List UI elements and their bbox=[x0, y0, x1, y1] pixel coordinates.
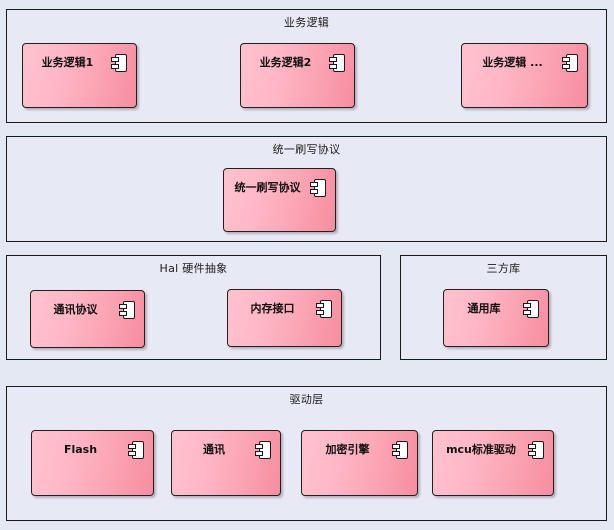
component-business-logic-2[interactable]: 业务逻辑2 bbox=[240, 43, 355, 108]
uml-component-icon bbox=[523, 300, 539, 318]
component-crypto-engine[interactable]: 加密引擎 bbox=[301, 430, 418, 496]
uml-component-icon bbox=[528, 441, 544, 459]
component-comm-protocol[interactable]: 通讯协议 bbox=[30, 290, 145, 348]
layer-panel-hal[interactable]: Hal 硬件抽象 通讯协议 内存接口 bbox=[6, 255, 381, 360]
component-unified-flash-protocol[interactable]: 统一刷写协议 bbox=[223, 168, 336, 232]
component-label-comm-protocol: 通讯协议 bbox=[53, 303, 98, 316]
layer-title-driver: 驱动层 bbox=[289, 393, 324, 406]
component-label-mcu-standard-driver: mcu标准驱动 bbox=[446, 443, 516, 456]
layer-title-third-party-library: 三方库 bbox=[486, 262, 521, 275]
uml-component-icon bbox=[111, 54, 127, 72]
layer-panel-unified-flash-protocol[interactable]: 统一刷写协议 统一刷写协议 bbox=[6, 136, 607, 242]
component-label-memory-interface: 内存接口 bbox=[250, 302, 295, 315]
layer-panel-third-party-library[interactable]: 三方库 通用库 bbox=[400, 255, 607, 360]
component-label-comm: 通讯 bbox=[203, 443, 225, 456]
layer-title-unified-flash-protocol: 统一刷写协议 bbox=[272, 143, 341, 156]
layer-title-hal: Hal 硬件抽象 bbox=[159, 262, 228, 275]
component-business-logic-n[interactable]: 业务逻辑 ... bbox=[461, 43, 588, 108]
uml-component-icon bbox=[392, 441, 408, 459]
component-flash[interactable]: Flash bbox=[31, 430, 154, 496]
uml-component-icon bbox=[316, 300, 332, 318]
component-business-logic-1[interactable]: 业务逻辑1 bbox=[22, 43, 137, 108]
component-mcu-standard-driver[interactable]: mcu标准驱动 bbox=[432, 430, 554, 496]
uml-component-icon bbox=[329, 54, 345, 72]
component-label-business-logic-2: 业务逻辑2 bbox=[259, 56, 312, 69]
component-label-business-logic-1: 业务逻辑1 bbox=[41, 56, 94, 69]
uml-component-icon bbox=[119, 301, 135, 319]
layer-panel-driver[interactable]: 驱动层 Flash 通讯 加密引擎 mcu标准驱动 bbox=[6, 386, 607, 521]
layer-panel-business-logic[interactable]: 业务逻辑 业务逻辑1 业务逻辑2 业务逻辑 ... bbox=[6, 9, 607, 123]
component-label-business-logic-n: 业务逻辑 ... bbox=[482, 56, 543, 69]
layer-title-business-logic: 业务逻辑 bbox=[283, 16, 330, 29]
component-label-crypto-engine: 加密引擎 bbox=[325, 443, 370, 456]
component-memory-interface[interactable]: 内存接口 bbox=[227, 289, 342, 347]
component-comm[interactable]: 通讯 bbox=[171, 430, 281, 496]
component-label-unified-flash-protocol: 统一刷写协议 bbox=[234, 181, 301, 194]
uml-component-icon bbox=[310, 179, 326, 197]
uml-component-icon bbox=[562, 54, 578, 72]
component-label-common-library: 通用库 bbox=[467, 302, 501, 315]
component-common-library[interactable]: 通用库 bbox=[443, 289, 549, 347]
uml-component-icon bbox=[128, 441, 144, 459]
component-label-flash: Flash bbox=[63, 443, 98, 456]
uml-component-icon bbox=[255, 441, 271, 459]
